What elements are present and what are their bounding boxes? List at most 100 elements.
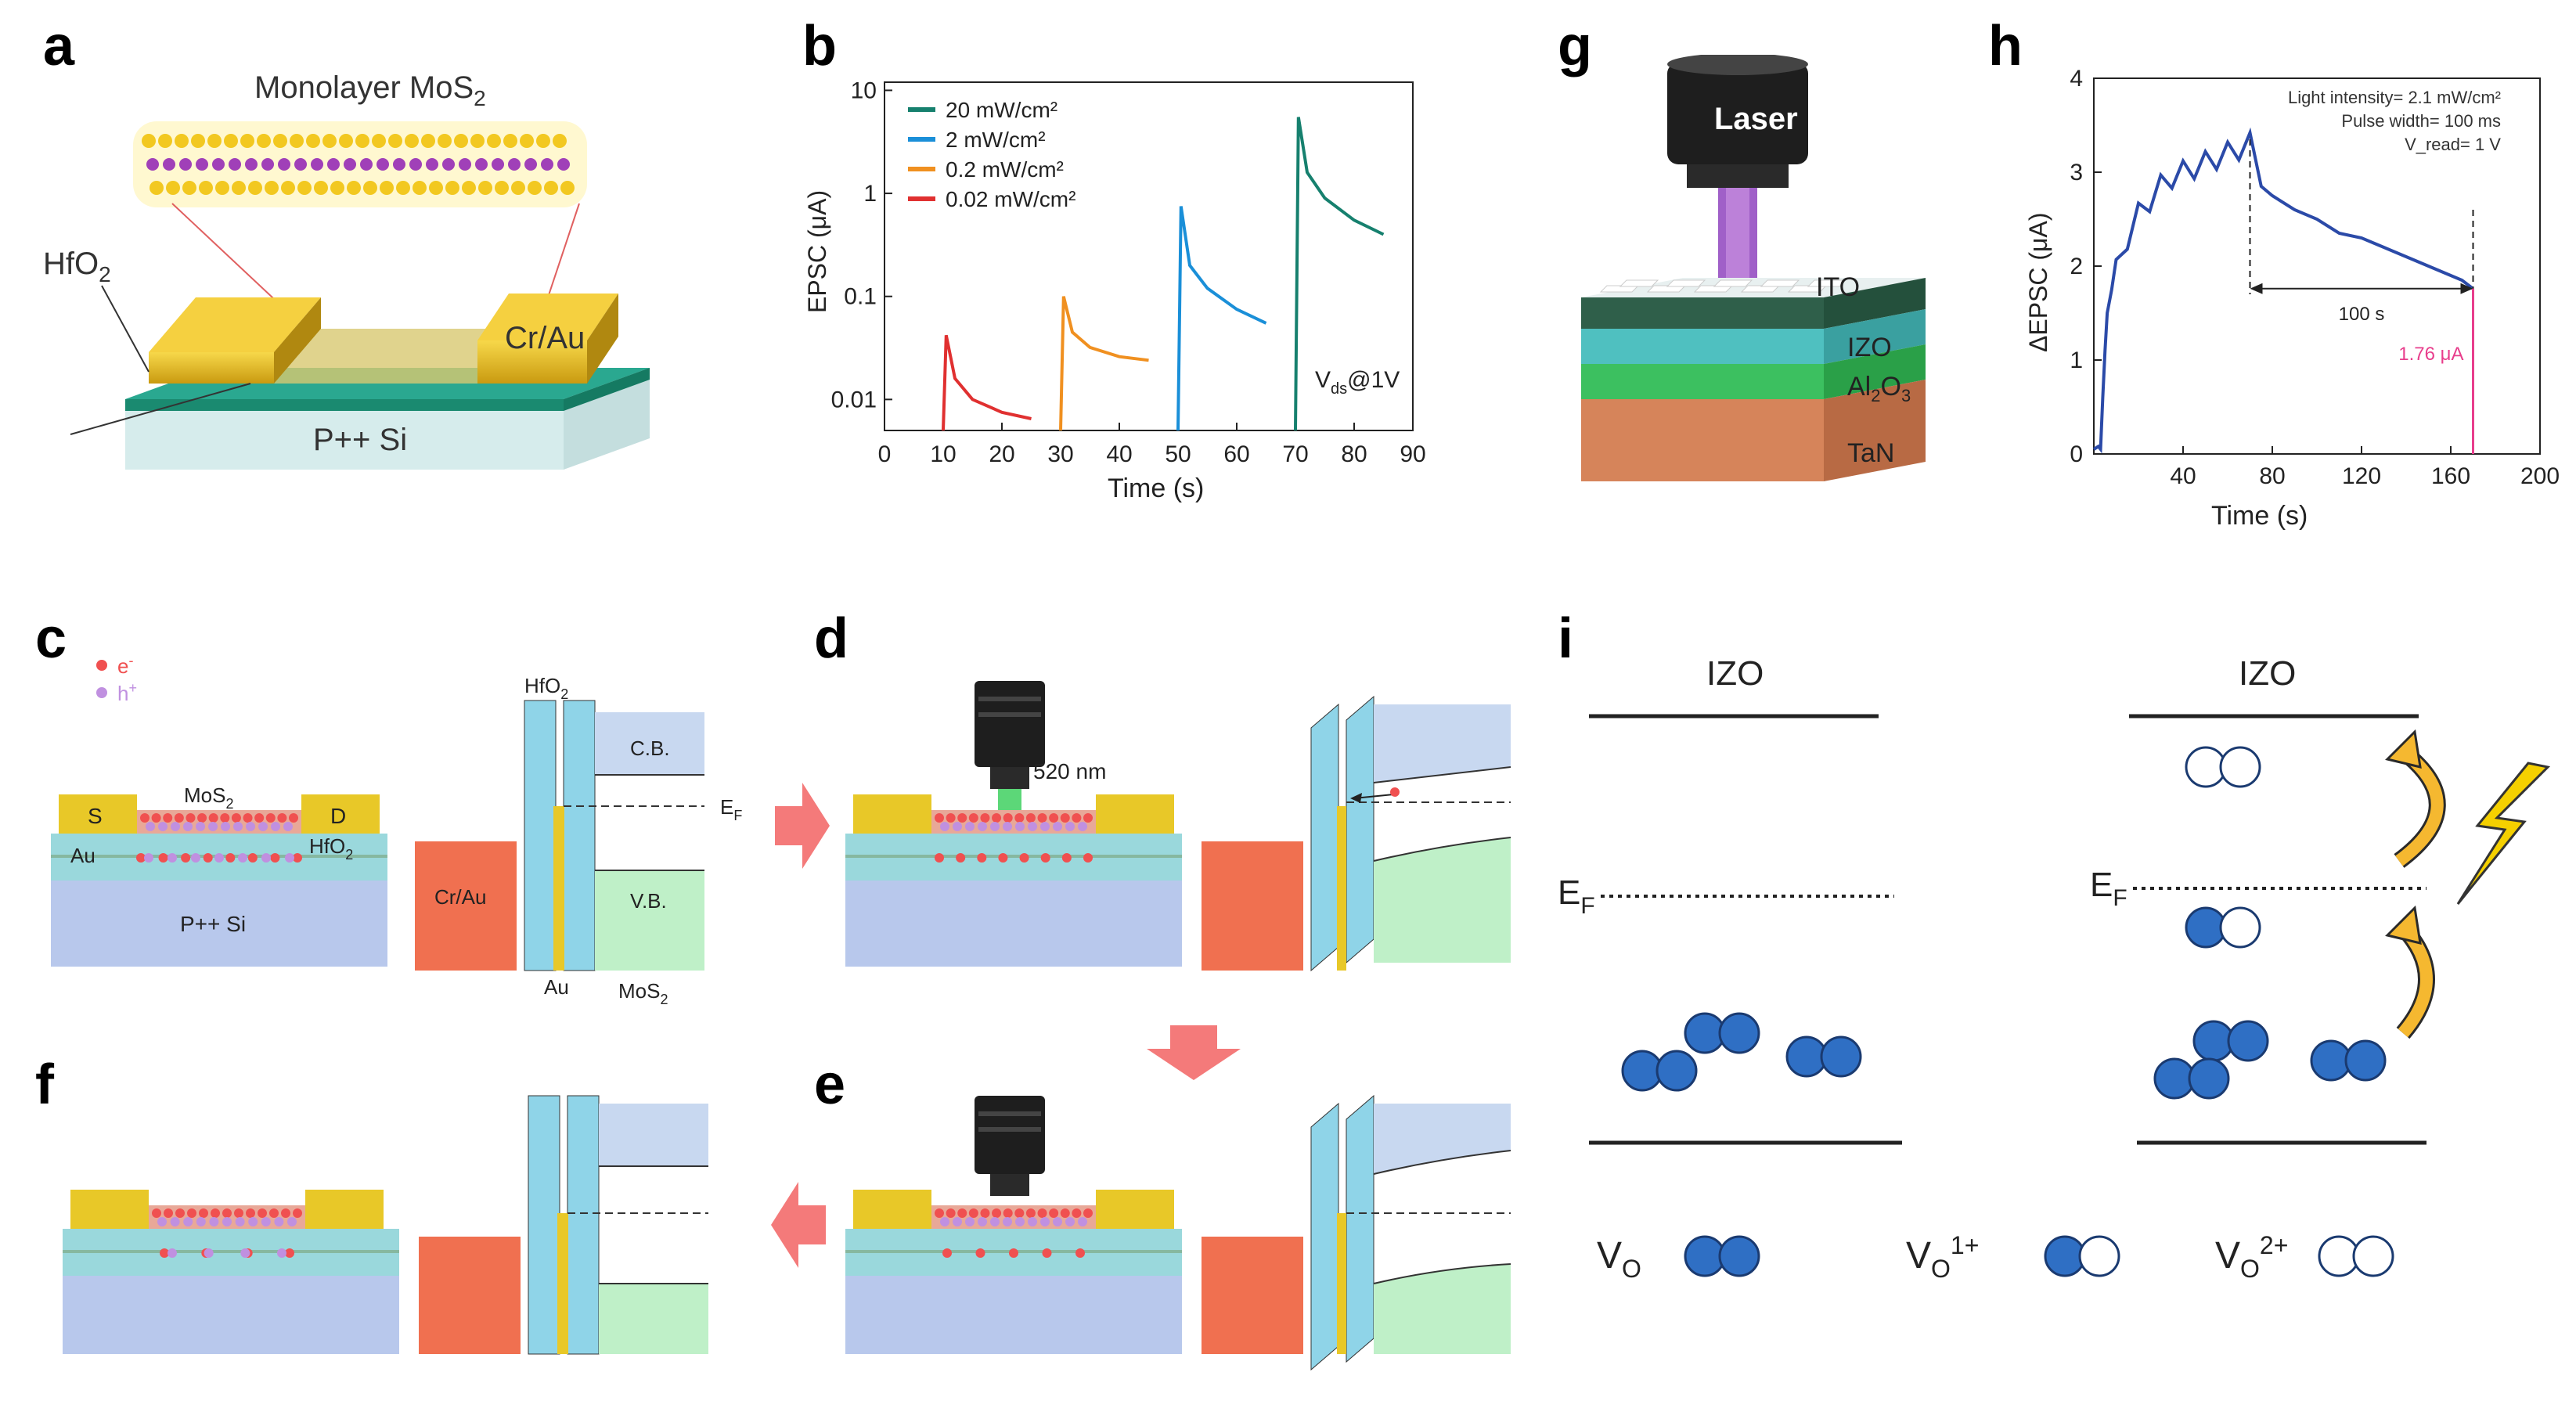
- panel-d-illuminated: 520 nm: [845, 681, 1511, 972]
- electron-dot: [220, 813, 230, 823]
- chart-h-xtick-label: 120: [2342, 463, 2381, 489]
- molybdenum-atom: [492, 158, 504, 171]
- sulfur-atom: [339, 134, 353, 148]
- sulfur-atom: [281, 181, 295, 195]
- electron-dot: [211, 1208, 220, 1218]
- electron-dot: [187, 1208, 196, 1218]
- electron-dot: [1075, 1248, 1085, 1258]
- hole-dot: [953, 1217, 962, 1226]
- hole-dot: [1053, 822, 1062, 831]
- hole-dot: [238, 853, 247, 863]
- chart-h-interval-label: 100 s: [2339, 304, 2385, 325]
- hole-dot: [235, 1217, 245, 1226]
- c-au-label: Au: [70, 844, 95, 867]
- chart-b-legend-label: 0.02 mW/cm²: [946, 187, 1075, 211]
- sulfur-atom: [306, 134, 320, 148]
- electron-dot: [254, 813, 265, 823]
- electron-dot: [957, 1208, 967, 1218]
- electron-dot: [186, 813, 196, 823]
- chart-h-arrowhead: [2250, 283, 2263, 294]
- electron-dot: [164, 1208, 173, 1218]
- sulfur-atom: [322, 134, 337, 148]
- electron-dot: [1040, 853, 1050, 863]
- electron-dot: [957, 813, 967, 823]
- sulfur-atom: [478, 181, 492, 195]
- ito-pad: [1713, 279, 1753, 287]
- sulfur-atom: [372, 134, 386, 148]
- chart-b-ytick-label: 0.01: [831, 387, 877, 412]
- hole-dot: [1040, 1217, 1050, 1226]
- hole-dot: [168, 1248, 177, 1258]
- hole-dot: [285, 853, 294, 863]
- electron-dot: [1025, 813, 1036, 823]
- electron-dot: [1060, 813, 1070, 823]
- sulfur-atom: [142, 134, 156, 148]
- sulfur-atom: [503, 134, 517, 148]
- c-band-au: Au: [544, 975, 569, 999]
- panel-letter-c: c: [35, 607, 67, 670]
- sulfur-atom: [421, 134, 435, 148]
- hole-dot: [287, 1217, 297, 1226]
- arrow-e-to-f: [771, 1182, 826, 1268]
- electron-dot: [992, 813, 1002, 823]
- c-substrate-label: P++ Si: [180, 912, 246, 936]
- molybdenum-atom: [426, 158, 438, 171]
- sulfur-atom: [290, 134, 304, 148]
- chart-h-ylabel: ΔEPSC (μA): [2024, 213, 2052, 353]
- panel-a-device-schematic: Monolayer MoS2 HfO2 Cr/Au P++ Si: [43, 70, 650, 470]
- electron-dot: [946, 1208, 956, 1218]
- molybdenum-atom: [557, 158, 570, 171]
- hole-dot: [965, 1217, 975, 1226]
- electron-dot: [935, 813, 944, 823]
- electron-dot: [158, 853, 168, 863]
- sulfur-atom: [445, 181, 459, 195]
- electron-dot: [136, 853, 146, 863]
- panel-a-title: Monolayer MoS2: [254, 70, 486, 110]
- chart-b-series-line: [1176, 206, 1267, 431]
- electron-dot: [977, 853, 987, 863]
- chart-b-xtick-label: 60: [1223, 441, 1249, 467]
- hole-dot: [171, 822, 180, 831]
- tan-label: TaN: [1847, 438, 1894, 468]
- electron-dot: [1014, 813, 1025, 823]
- panel-a-hfo2-label: HfO2: [43, 247, 111, 286]
- chart-b-ytick-label: 0.1: [844, 284, 877, 310]
- al2o3-label: Al2O3: [1847, 372, 1911, 405]
- chart-h-ytick-label: 2: [2070, 254, 2083, 279]
- electron-dot: [269, 1208, 279, 1218]
- electron-dot: [289, 813, 298, 823]
- electron-dot: [222, 1208, 232, 1218]
- hole-dot: [990, 1217, 1000, 1226]
- hole-dot: [144, 853, 153, 863]
- ito-pad: [1619, 279, 1659, 287]
- sulfur-atom: [413, 181, 427, 195]
- electron-dot: [231, 813, 241, 823]
- molybdenum-atom: [393, 158, 405, 171]
- electron-dot: [163, 813, 173, 823]
- molybdenum-atom: [524, 158, 537, 171]
- ito-pad: [1666, 279, 1706, 287]
- hole-dot: [277, 1248, 286, 1258]
- panel-g-laser-device: Laser ITO IZO Al2O3 TaN: [1581, 55, 1926, 481]
- hole-dot: [158, 822, 168, 831]
- electron-dot: [246, 1208, 255, 1218]
- ito-pad: [1807, 279, 1847, 287]
- sulfur-atom: [191, 134, 205, 148]
- molybdenum-atom: [278, 158, 290, 171]
- electron-dot: [285, 1248, 294, 1258]
- chart-h-xlabel: Time (s): [2211, 501, 2308, 531]
- electron-dot: [175, 1208, 185, 1218]
- molybdenum-atom: [541, 158, 553, 171]
- hole-dot: [222, 1217, 232, 1226]
- hole-dot: [1078, 822, 1087, 831]
- c-band-mos2: MoS2: [618, 979, 668, 1007]
- c-mos2-label: MoS2: [184, 783, 233, 812]
- hole-dot: [1028, 822, 1037, 831]
- hole-dot: [209, 1217, 219, 1226]
- electron-dot: [293, 1208, 302, 1218]
- sulfur-atom: [273, 134, 287, 148]
- chart-h-xtick-label: 200: [2520, 463, 2560, 489]
- sulfur-atom: [150, 181, 164, 195]
- sulfur-atom: [248, 181, 262, 195]
